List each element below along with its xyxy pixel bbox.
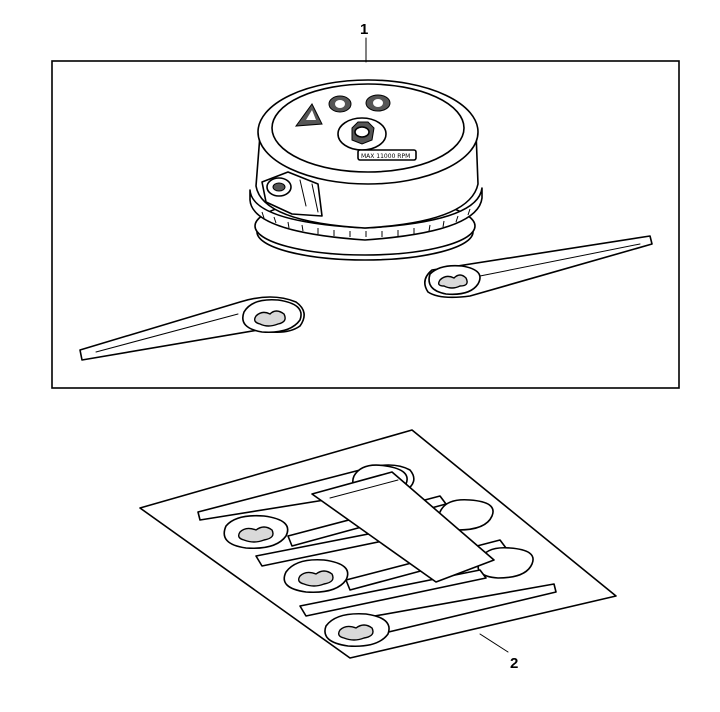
callout-2-label: 2 bbox=[510, 655, 518, 672]
spare-blade-pack bbox=[139, 429, 617, 659]
rpm-label-plate bbox=[357, 149, 417, 161]
pack-card-strip bbox=[311, 471, 495, 583]
callout-2-leader bbox=[479, 633, 509, 653]
callout-1: 1 bbox=[360, 21, 368, 63]
callout-2: 2 bbox=[479, 633, 518, 672]
trimmer-spool-head: MAX 11000 RPM bbox=[249, 79, 483, 261]
blade-right bbox=[424, 235, 653, 299]
callout-1-label: 1 bbox=[360, 21, 368, 38]
blade-left bbox=[79, 296, 305, 361]
spool-teeth bbox=[261, 208, 471, 237]
rpm-label-text: MAX 11000 RPM bbox=[361, 153, 410, 160]
part-1-frame bbox=[51, 60, 680, 389]
